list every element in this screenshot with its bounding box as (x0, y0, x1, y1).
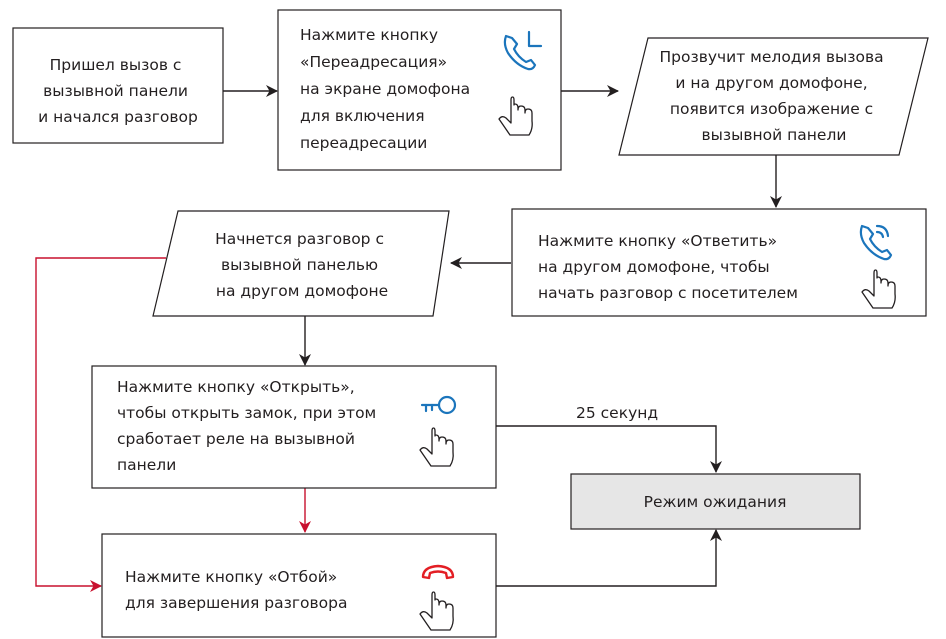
call-forward-icon (503, 30, 543, 71)
connectors (35, 85, 782, 592)
node-press-open: Нажмите кнопку «Открыть», чтобы открыть … (91, 365, 497, 489)
node-press-forward: Нажмите кнопку «Переадресация» на экране… (277, 9, 562, 171)
hang-up-icon (421, 564, 455, 580)
arrow-timeout-to-standby (496, 425, 722, 473)
node-press-hangup: Нажмите кнопку «Отбой» для завершения ра… (101, 533, 497, 638)
hand-tap-icon (498, 96, 533, 136)
node-standby-text: Режим ожидания (644, 493, 787, 511)
node-talk-other-text: Начнется разговор с вызывной панелью на … (215, 230, 389, 300)
node-press-answer-text: Нажмите кнопку «Ответить» на другом домо… (538, 232, 798, 302)
timeout-label: 25 секунд (576, 404, 658, 422)
key-icon (420, 395, 457, 415)
hand-tap-icon (861, 269, 896, 309)
node-melody-other: Прозвучит мелодия вызова и на другом дом… (618, 37, 929, 156)
node-melody-other-text: Прозвучит мелодия вызова и на другом дом… (659, 48, 888, 144)
hand-tap-icon (419, 591, 454, 631)
hand-tap-icon (419, 427, 454, 467)
node-call-start-text: Пришел вызов с вызывной панели и начался… (38, 56, 198, 126)
arrow-talk-to-hangup (35, 257, 166, 592)
node-press-open-text: Нажмите кнопку «Открыть», чтобы открыть … (117, 378, 381, 474)
node-call-start: Пришел вызов с вызывной панели и начался… (12, 27, 224, 144)
node-press-hangup-text: Нажмите кнопку «Отбой» для завершения ра… (125, 568, 347, 612)
node-press-answer: Нажмите кнопку «Ответить» на другом домо… (511, 208, 927, 317)
node-talk-other: Начнется разговор с вызывной панелью на … (152, 210, 450, 317)
node-standby: Режим ожидания (570, 473, 861, 530)
arrow-hangup-to-standby (496, 529, 722, 587)
node-press-forward-text: Нажмите кнопку «Переадресация» на экране… (300, 26, 475, 152)
answer-call-icon (859, 224, 893, 261)
